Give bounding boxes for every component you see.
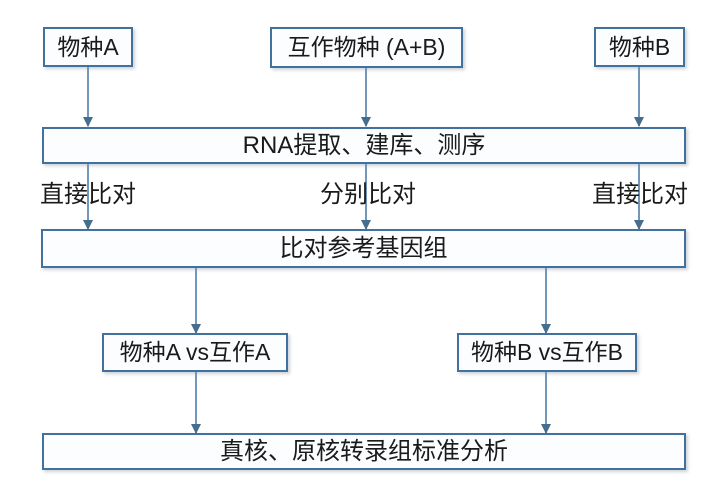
arrow-line — [195, 372, 197, 433]
edge-label-direct-align-left: 直接比对 — [40, 181, 136, 208]
arrow-head-icon — [633, 220, 644, 230]
node-align-reference-genome: 比对参考基因组 — [41, 229, 686, 268]
arrow-line — [195, 268, 197, 333]
arrow-line — [545, 268, 547, 333]
arrow-head-icon — [82, 220, 93, 230]
node-species-b: 物种B — [594, 27, 685, 67]
node-rna-extraction: RNA提取、建库、测序 — [42, 127, 686, 164]
node-interacting-species-ab: 互作物种 (A+B) — [270, 27, 463, 68]
arrow-line — [365, 164, 367, 229]
arrow-line — [87, 164, 89, 229]
node-standard-analysis: 真核、原核转录组标准分析 — [42, 433, 686, 470]
edge-label-separate-align: 分别比对 — [320, 181, 416, 208]
arrow-head-icon — [360, 117, 371, 127]
arrow-head-icon — [633, 117, 644, 127]
arrow-head-icon — [82, 117, 93, 127]
arrow-head-icon — [540, 424, 551, 434]
arrow-head-icon — [190, 324, 201, 334]
arrow-head-icon — [540, 324, 551, 334]
node-species-a: 物种A — [43, 27, 133, 67]
arrow-line — [545, 372, 547, 433]
arrow-line — [638, 67, 640, 126]
edge-label-direct-align-right: 直接比对 — [592, 181, 688, 208]
arrow-head-icon — [190, 424, 201, 434]
arrow-line — [365, 68, 367, 126]
node-compare-b: 物种B vs互作B — [457, 333, 637, 372]
arrow-line — [638, 164, 640, 229]
arrow-head-icon — [360, 220, 371, 230]
arrow-line — [87, 67, 89, 126]
node-compare-a: 物种A vs互作A — [102, 333, 288, 372]
